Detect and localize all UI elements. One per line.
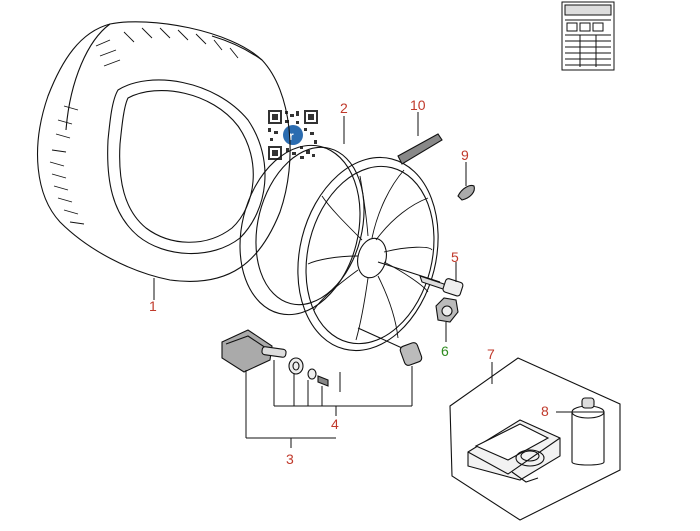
lock-nut[interactable] bbox=[435, 297, 459, 323]
qr-code-icon: r bbox=[266, 108, 320, 162]
callout-1[interactable]: 1 bbox=[149, 298, 157, 314]
callout-6[interactable]: 6 bbox=[441, 343, 449, 359]
callout-7[interactable]: 7 bbox=[487, 346, 495, 362]
callout-5[interactable]: 5 bbox=[451, 249, 459, 265]
wheel-bolt[interactable] bbox=[377, 261, 464, 297]
callout-3[interactable]: 3 bbox=[286, 451, 294, 467]
tire-repair-kit[interactable] bbox=[449, 357, 621, 521]
weight-strip[interactable] bbox=[397, 133, 443, 165]
leader-lines bbox=[153, 112, 576, 448]
callout-10[interactable]: 10 bbox=[410, 97, 426, 113]
callout-4[interactable]: 4 bbox=[331, 416, 339, 432]
wheel-rim[interactable] bbox=[223, 133, 458, 366]
callout-8[interactable]: 8 bbox=[541, 403, 549, 419]
tpms-sensor[interactable] bbox=[221, 329, 287, 373]
info-card-icon[interactable] bbox=[561, 1, 615, 71]
valve-washer[interactable] bbox=[288, 357, 329, 387]
svg-text:r: r bbox=[289, 129, 294, 143]
tire[interactable] bbox=[37, 21, 291, 282]
callout-2[interactable]: 2 bbox=[340, 100, 348, 116]
valve-cap[interactable] bbox=[357, 327, 423, 366]
clip[interactable] bbox=[457, 184, 475, 201]
callout-9[interactable]: 9 bbox=[461, 147, 469, 163]
sealant-bottle[interactable] bbox=[571, 397, 605, 466]
